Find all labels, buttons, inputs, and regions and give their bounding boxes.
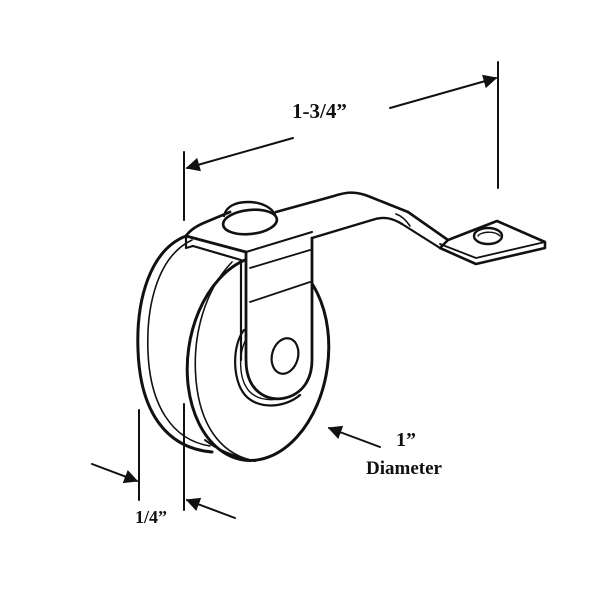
bracket-length-label: 1-3/4”: [292, 99, 347, 123]
wheel-diameter-caption: Diameter: [366, 458, 442, 479]
top-rivet: [221, 200, 279, 236]
offset-arm: [274, 191, 450, 250]
u-bracket: [184, 210, 314, 401]
dimension-bracket-length: [183, 61, 499, 221]
mounting-tab: [438, 219, 547, 266]
dimension-wheel-thickness: [91, 403, 236, 519]
mounting-hole: [472, 226, 504, 246]
wheel-diameter-value: 1”: [396, 429, 416, 451]
wheel-thickness-label: 1/4”: [135, 507, 168, 527]
dimension-wheel-diameter: [327, 425, 381, 448]
